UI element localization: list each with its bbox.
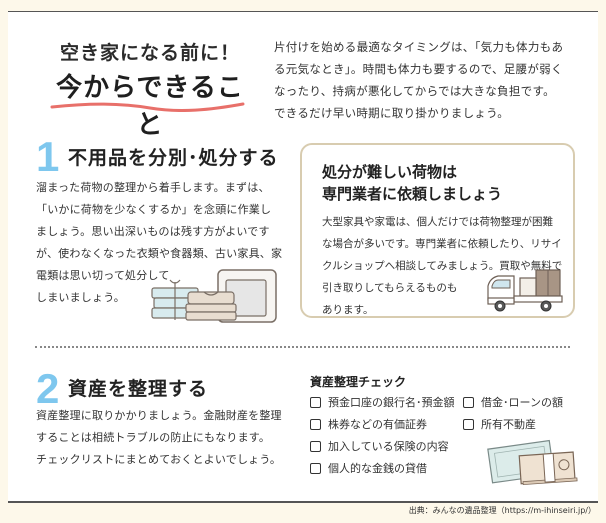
section-number-1: 1 xyxy=(36,133,60,180)
intro-line: る元気なとき」。時間も体力も要するので、足腰が弱く xyxy=(274,62,563,76)
intro-line: なったり、持病が悪化してからでは大きな負担です。 xyxy=(274,84,555,98)
callout-title: 処分が難しい荷物は 専門業者に依頼しましょう xyxy=(322,161,502,205)
body-line: あります。 xyxy=(322,304,374,316)
checkbox[interactable] xyxy=(310,440,321,452)
page-title: 空き家になる前に！ 今からできること xyxy=(50,38,250,141)
body-line: しまいましょう。 xyxy=(36,291,125,304)
bottom-rule xyxy=(8,501,598,503)
title-line-2: 今からできること xyxy=(56,73,244,140)
checkbox[interactable] xyxy=(463,418,474,430)
checklist-item[interactable]: 借金･ローンの額 xyxy=(463,394,563,410)
checklist-item-label: 個人的な金銭の貸借 xyxy=(328,462,427,475)
section-1-title: 不用品を分別･処分する xyxy=(68,147,279,169)
section-divider xyxy=(35,346,570,348)
section-1-body: 溜まった荷物の整理から着手します。まずは、 「いかに荷物を少なくするか」を念頭に… xyxy=(36,177,282,309)
wavy-underline-icon xyxy=(50,102,245,112)
checklist-item[interactable]: 株券などの有価証券 xyxy=(310,416,427,432)
checklist-item[interactable]: 個人的な金銭の貸借 xyxy=(310,460,427,476)
source-credit: 出典：みんなの遺品整理（https://m-ihinseiri.jp/） xyxy=(408,506,596,515)
section-number-2: 2 xyxy=(36,365,60,412)
checkbox[interactable] xyxy=(310,462,321,474)
body-line: 電類は思い切って処分して xyxy=(36,269,170,282)
body-line: が、使わなくなった衣類や食器類、古い家具、家 xyxy=(36,247,283,260)
body-line: 「いかに荷物を少なくするか」を念頭に作業し xyxy=(36,203,272,216)
body-line: 大型家具や家電は、個人だけでは荷物整理が困難 xyxy=(322,216,553,228)
checklist-item-label: 加入している保険の内容 xyxy=(328,440,449,453)
title-line-1: 空き家になる前に！ xyxy=(59,42,240,64)
callout-title-line: 処分が難しい荷物は xyxy=(322,163,458,181)
checklist-item-label: 所有不動産 xyxy=(481,418,536,431)
body-line: ましょう。思い出深いものは残す方がよいです xyxy=(36,225,270,238)
intro-line: 片付けを始める最適なタイミングは、「気力も体力もあ xyxy=(274,40,564,54)
truck-icon xyxy=(487,269,563,312)
body-line: チェックリストにまとめておくとよいでしょう。 xyxy=(36,453,282,466)
checklist-item[interactable]: 加入している保険の内容 xyxy=(310,438,449,454)
professional-service-callout: 処分が難しい荷物は 専門業者に依頼しましょう 大型家具や家電は、個人だけでは荷物… xyxy=(300,143,575,318)
section-2-title: 資産を整理する xyxy=(68,378,209,400)
body-line: 資産整理に取りかかりましょう。金融財産を整理 xyxy=(36,409,282,422)
checklist-item-label: 預金口座の銀行名･預金額 xyxy=(328,396,455,409)
checkbox[interactable] xyxy=(310,418,321,430)
body-line: な場合が多いです。専門業者に依頼したり、リサイ xyxy=(322,238,562,250)
checklist-item-label: 借金･ローンの額 xyxy=(481,396,563,409)
body-line: クルショップへ相談してみましょう。買取や無料で xyxy=(322,260,563,272)
body-line: 溜まった荷物の整理から着手します。まずは、 xyxy=(36,181,270,194)
body-line: 引き取りしてもらえるものも xyxy=(322,282,458,294)
intro-line: できるだけ早い時期に取り掛かりましょう。 xyxy=(274,106,510,120)
checklist-item[interactable]: 所有不動産 xyxy=(463,416,536,432)
body-line: することは相続トラブルの防止にもなります。 xyxy=(36,431,271,444)
banknotes-icon xyxy=(487,439,578,486)
checklist-title: 資産整理チェック xyxy=(310,375,407,389)
checklist-item-label: 株券などの有価証券 xyxy=(328,418,427,431)
clothes-books-microwave-icon xyxy=(151,269,277,323)
checklist-item[interactable]: 預金口座の銀行名･預金額 xyxy=(310,394,455,410)
checkbox[interactable] xyxy=(310,396,321,408)
intro-paragraph: 片付けを始める最適なタイミングは、「気力も体力もあ る元気なとき」。時間も体力も… xyxy=(274,36,594,124)
callout-title-line: 専門業者に依頼しましょう xyxy=(322,185,503,203)
section-2-body: 資産整理に取りかかりましょう。金融財産を整理 することは相続トラブルの防止にもな… xyxy=(36,405,282,471)
checkbox[interactable] xyxy=(463,396,474,408)
callout-body: 大型家具や家電は、個人だけでは荷物整理が困難 な場合が多いです。専門業者に依頼し… xyxy=(322,211,562,321)
